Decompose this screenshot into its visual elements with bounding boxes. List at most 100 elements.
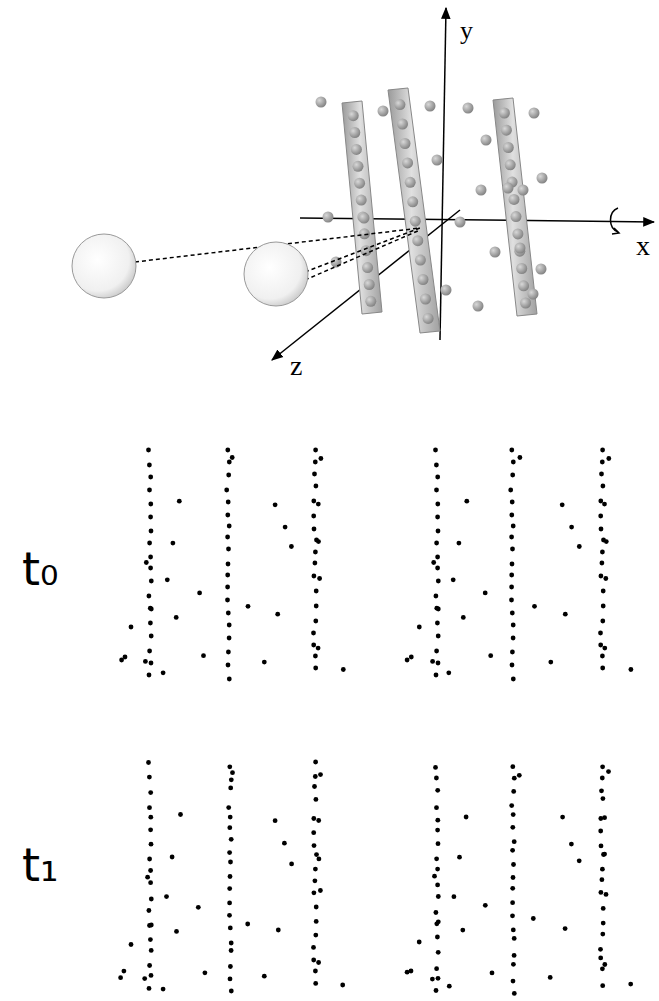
dot bbox=[226, 805, 231, 810]
dot-ball bbox=[432, 155, 443, 166]
dot bbox=[417, 625, 422, 630]
dot-ball bbox=[356, 195, 367, 206]
dot-ball bbox=[518, 280, 529, 291]
dot bbox=[405, 658, 410, 663]
dot bbox=[435, 515, 440, 520]
dot bbox=[161, 670, 166, 675]
dot bbox=[227, 850, 232, 855]
dot bbox=[147, 649, 152, 654]
dot-ball bbox=[503, 142, 514, 153]
dot-ball bbox=[520, 298, 531, 309]
dot bbox=[313, 867, 318, 872]
dot bbox=[431, 560, 436, 565]
dot bbox=[178, 812, 183, 817]
dot bbox=[313, 460, 318, 465]
dot bbox=[532, 604, 537, 609]
dot bbox=[510, 663, 515, 668]
dot-ball bbox=[415, 255, 426, 266]
dot bbox=[510, 886, 515, 891]
dot bbox=[511, 677, 516, 682]
dot-ball bbox=[463, 103, 474, 114]
dot bbox=[312, 890, 317, 895]
dot bbox=[273, 818, 278, 823]
dot bbox=[510, 650, 515, 655]
dot bbox=[225, 448, 230, 453]
dot bbox=[314, 604, 319, 609]
dot bbox=[129, 942, 134, 947]
dot bbox=[436, 950, 441, 955]
dot bbox=[313, 774, 318, 779]
dot bbox=[225, 585, 230, 590]
dot bbox=[511, 524, 516, 529]
eye-sphere bbox=[244, 242, 308, 306]
dot bbox=[276, 928, 281, 933]
dot bbox=[314, 589, 319, 594]
dot bbox=[314, 905, 319, 910]
dot bbox=[203, 970, 208, 975]
dot bbox=[129, 625, 134, 630]
dot bbox=[511, 875, 516, 880]
dot bbox=[230, 770, 235, 775]
dot bbox=[311, 816, 316, 821]
dot bbox=[511, 623, 516, 628]
dot bbox=[341, 667, 346, 672]
dot bbox=[461, 615, 466, 620]
dot bbox=[312, 472, 317, 477]
dot bbox=[464, 499, 469, 504]
dot bbox=[289, 862, 294, 867]
dot bbox=[311, 945, 316, 950]
dot bbox=[164, 894, 169, 899]
dot-ball bbox=[362, 262, 373, 273]
dot bbox=[434, 921, 439, 926]
dot bbox=[317, 857, 322, 862]
dot bbox=[148, 827, 153, 832]
dot bbox=[316, 539, 321, 544]
dot bbox=[600, 561, 605, 566]
dot bbox=[601, 796, 606, 801]
dot bbox=[600, 932, 605, 937]
dot bbox=[599, 890, 604, 895]
dot bbox=[147, 923, 152, 928]
dot bbox=[509, 448, 514, 453]
dot-ball bbox=[529, 108, 540, 119]
dot bbox=[165, 577, 170, 582]
dot bbox=[149, 897, 154, 902]
dot bbox=[451, 577, 456, 582]
dot bbox=[599, 527, 604, 532]
dot bbox=[488, 653, 493, 658]
dot bbox=[508, 488, 513, 493]
dot bbox=[601, 921, 606, 926]
dot bbox=[548, 660, 553, 665]
dot-ball bbox=[418, 274, 429, 285]
dot bbox=[228, 977, 233, 982]
dot bbox=[318, 772, 323, 777]
dot-ball bbox=[412, 235, 423, 246]
dot bbox=[226, 500, 231, 505]
dot bbox=[224, 488, 229, 493]
dot bbox=[600, 654, 605, 659]
dot bbox=[227, 886, 232, 891]
dot bbox=[531, 916, 536, 921]
axis-label: x bbox=[636, 232, 650, 260]
dot bbox=[313, 550, 318, 555]
dot bbox=[149, 579, 154, 584]
dot bbox=[512, 839, 517, 844]
dot bbox=[434, 988, 439, 993]
dot-ball bbox=[359, 213, 370, 224]
stereo-dots bbox=[118, 448, 633, 996]
dot bbox=[433, 448, 438, 453]
dot-ball bbox=[405, 177, 416, 188]
dot bbox=[314, 919, 319, 924]
dot-ball bbox=[351, 144, 362, 155]
dot-ball bbox=[528, 289, 539, 300]
dot bbox=[313, 448, 318, 453]
dot bbox=[148, 566, 153, 571]
dot bbox=[313, 878, 318, 883]
dot-ball bbox=[516, 263, 527, 274]
dot bbox=[148, 621, 153, 626]
dot bbox=[319, 456, 324, 461]
dot bbox=[147, 541, 152, 546]
dot bbox=[598, 499, 603, 504]
dot bbox=[430, 659, 435, 664]
dot bbox=[436, 661, 441, 666]
